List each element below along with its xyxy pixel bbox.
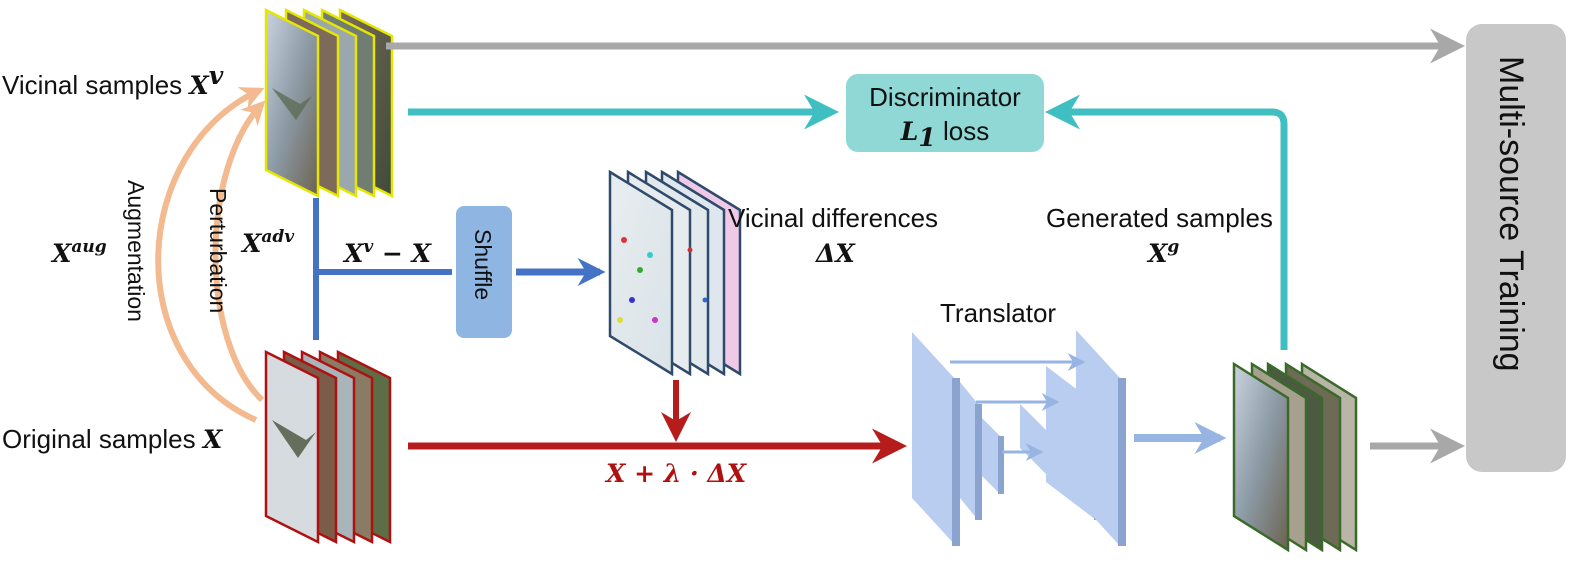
translator-network bbox=[912, 330, 1126, 546]
augmentation-arc bbox=[155, 87, 265, 423]
perturbation-label: Perturbation bbox=[205, 188, 231, 313]
mix-expression: X + λ · ΔX bbox=[604, 459, 748, 488]
x-aug-label: Xaug bbox=[50, 237, 107, 268]
l1-loss-label: L1 loss bbox=[900, 116, 989, 152]
shuffle-label: Shuffle bbox=[470, 229, 496, 300]
vicinal-differences-stack bbox=[608, 169, 742, 377]
original-samples-label: Original samples X bbox=[2, 424, 224, 454]
vicinal-differences-label: Vicinal differences bbox=[728, 203, 938, 233]
multi-source-training-box bbox=[1466, 24, 1566, 472]
vicinal-samples-label: Vicinal samples Xv bbox=[2, 61, 224, 100]
generated-symbol: Xg bbox=[1146, 237, 1179, 268]
original-samples-stack bbox=[264, 349, 392, 545]
diff-expression: Xv − X bbox=[342, 237, 433, 268]
perturbation-arc bbox=[212, 100, 266, 403]
augmentation-label: Augmentation bbox=[123, 180, 149, 322]
translator-label: Translator bbox=[940, 298, 1056, 328]
discriminator-box bbox=[846, 74, 1044, 152]
teal-arrow-from-generated bbox=[1045, 94, 1288, 350]
vicinal-samples-stack bbox=[264, 7, 394, 199]
delta-x-label: ΔX bbox=[814, 239, 856, 268]
generated-samples-label: Generated samples bbox=[1046, 203, 1273, 233]
shuffle-box bbox=[456, 206, 512, 338]
multi-source-training-label: Multi-source Training bbox=[1492, 56, 1530, 372]
discriminator-label: Discriminator bbox=[869, 82, 1021, 112]
generated-samples-stack bbox=[1232, 361, 1358, 553]
x-adv-label: Xadv bbox=[240, 227, 295, 258]
